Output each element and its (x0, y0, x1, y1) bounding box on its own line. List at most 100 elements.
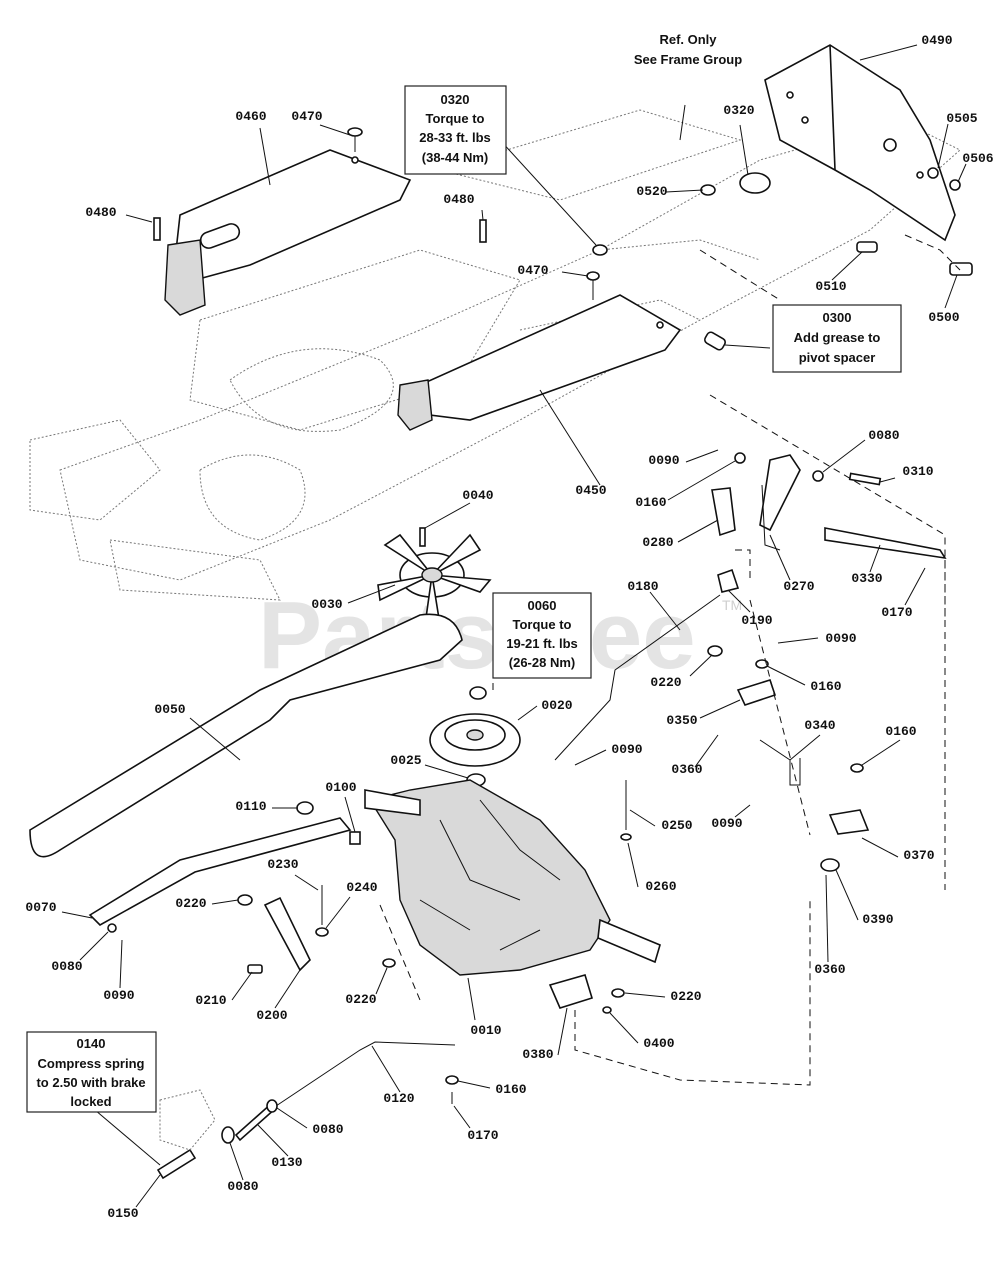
part-0160-washer (734, 452, 746, 464)
part-0460-foot-plate (164, 149, 412, 316)
part-0490-bracket (764, 44, 956, 242)
part-label-0220[interactable]: 0220 (650, 675, 681, 690)
part-label-0200[interactable]: 0200 (256, 1008, 287, 1023)
part-label-0470[interactable]: 0470 (517, 263, 548, 278)
part-label-0310[interactable]: 0310 (902, 464, 933, 479)
part-label-0240[interactable]: 0240 (346, 880, 377, 895)
part-label-0450[interactable]: 0450 (575, 483, 606, 498)
part-label-0090[interactable]: 0090 (711, 816, 742, 831)
part-label-0150[interactable]: 0150 (107, 1206, 138, 1221)
part-0160-washer-mid (755, 659, 769, 669)
part-0505 (927, 167, 939, 179)
part-label-0080[interactable]: 0080 (312, 1122, 343, 1137)
part-0480-pin-left (153, 217, 161, 241)
svg-text:Compress spring: Compress spring (38, 1056, 145, 1071)
part-label-0160[interactable]: 0160 (810, 679, 841, 694)
part-0220-nut-center (382, 958, 396, 968)
part-label-0190[interactable]: 0190 (741, 613, 772, 628)
part-label-0520[interactable]: 0520 (636, 184, 667, 199)
part-0120-rod (269, 1041, 456, 1111)
note-0300: 0300 Add grease to pivot spacer (772, 304, 902, 373)
part-label-0180[interactable]: 0180 (627, 579, 658, 594)
part-0190-knob (717, 568, 740, 593)
svg-text:to 2.50 with brake: to 2.50 with brake (36, 1075, 145, 1090)
part-label-0020[interactable]: 0020 (541, 698, 572, 713)
part-label-0340[interactable]: 0340 (804, 718, 835, 733)
part-label-0470[interactable]: 0470 (291, 109, 322, 124)
part-0200-bracket (263, 896, 311, 972)
part-label-0160[interactable]: 0160 (495, 1082, 526, 1097)
part-label-0506[interactable]: 0506 (962, 151, 993, 166)
part-0150-rod-end (156, 1148, 197, 1180)
part-label-0250[interactable]: 0250 (661, 818, 692, 833)
part-0070-arm (88, 817, 352, 926)
part-0470-screw (347, 127, 363, 152)
part-label-0330[interactable]: 0330 (851, 571, 882, 586)
part-label-0220[interactable]: 0220 (345, 992, 376, 1007)
part-0400 (602, 1006, 612, 1014)
part-0330-rod (824, 527, 947, 560)
part-label-0380[interactable]: 0380 (522, 1047, 553, 1062)
part-label-0100[interactable]: 0100 (325, 780, 356, 795)
part-label-0460[interactable]: 0460 (235, 109, 266, 124)
part-label-0220[interactable]: 0220 (670, 989, 701, 1004)
part-label-0360[interactable]: 0360 (814, 962, 845, 977)
part-label-0280[interactable]: 0280 (642, 535, 673, 550)
part-label-0170[interactable]: 0170 (881, 605, 912, 620)
part-0040-bolt (419, 527, 426, 547)
svg-text:Add grease to: Add grease to (794, 330, 881, 345)
part-label-0030[interactable]: 0030 (311, 597, 342, 612)
part-label-0510[interactable]: 0510 (815, 279, 846, 294)
part-label-0210[interactable]: 0210 (195, 993, 226, 1008)
part-label-0090[interactable]: 0090 (103, 988, 134, 1003)
part-0160-washer-bottom (445, 1075, 459, 1085)
svg-text:Torque to: Torque to (513, 617, 572, 632)
part-label-0080[interactable]: 0080 (227, 1179, 258, 1194)
part-label-0360[interactable]: 0360 (671, 762, 702, 777)
part-0050-belt (29, 613, 463, 858)
part-label-0500[interactable]: 0500 (928, 310, 959, 325)
part-labels: 0490 0460 0470 0320 0505 0506 0480 0480 0520 0470… (25, 33, 993, 1221)
part-label-0090[interactable]: 0090 (648, 453, 679, 468)
part-label-0260[interactable]: 0260 (645, 879, 676, 894)
part-label-0070[interactable]: 0070 (25, 900, 56, 915)
part-label-0040[interactable]: 0040 (462, 488, 493, 503)
part-label-0110[interactable]: 0110 (235, 799, 266, 814)
part-label-0320[interactable]: 0320 (723, 103, 754, 118)
part-label-0090[interactable]: 0090 (825, 631, 856, 646)
note-0060: 0060 Torque to 19-21 ft. lbs (26-28 Nm) (492, 592, 592, 679)
part-label-0120[interactable]: 0120 (383, 1091, 414, 1106)
part-label-0170[interactable]: 0170 (467, 1128, 498, 1143)
part-0390-washer (820, 858, 840, 872)
part-label-0350[interactable]: 0350 (666, 713, 697, 728)
part-label-0080[interactable]: 0080 (51, 959, 82, 974)
part-0110-nut (296, 801, 314, 815)
part-label-0390[interactable]: 0390 (862, 912, 893, 927)
part-label-0080[interactable]: 0080 (868, 428, 899, 443)
part-label-0480[interactable]: 0480 (443, 192, 474, 207)
part-label-0010[interactable]: 0010 (470, 1023, 501, 1038)
part-0300-pivot-spacer (704, 331, 726, 351)
part-label-0050[interactable]: 0050 (154, 702, 185, 717)
part-label-0220[interactable]: 0220 (175, 896, 206, 911)
part-label-0130[interactable]: 0130 (271, 1155, 302, 1170)
part-0280-knob (711, 487, 736, 537)
part-label-0480[interactable]: 0480 (85, 205, 116, 220)
frame-ghost (29, 109, 961, 601)
part-label-0505[interactable]: 0505 (946, 111, 977, 126)
part-0350-link (736, 679, 777, 706)
part-label-0160[interactable]: 0160 (885, 724, 916, 739)
part-label-0270[interactable]: 0270 (783, 579, 814, 594)
part-label-0490[interactable]: 0490 (921, 33, 952, 48)
part-0010-transaxle (364, 779, 661, 976)
part-label-0370[interactable]: 0370 (903, 848, 934, 863)
part-label-0090[interactable]: 0090 (611, 742, 642, 757)
part-0340-rod (759, 739, 801, 786)
part-0380-bracket (548, 974, 593, 1009)
part-label-0160[interactable]: 0160 (635, 495, 666, 510)
part-label-0230[interactable]: 0230 (267, 857, 298, 872)
part-label-0025[interactable]: 0025 (390, 753, 421, 768)
svg-text:0320: 0320 (441, 92, 470, 107)
part-label-0400[interactable]: 0400 (643, 1036, 674, 1051)
svg-text:(38-44 Nm): (38-44 Nm) (422, 150, 488, 165)
